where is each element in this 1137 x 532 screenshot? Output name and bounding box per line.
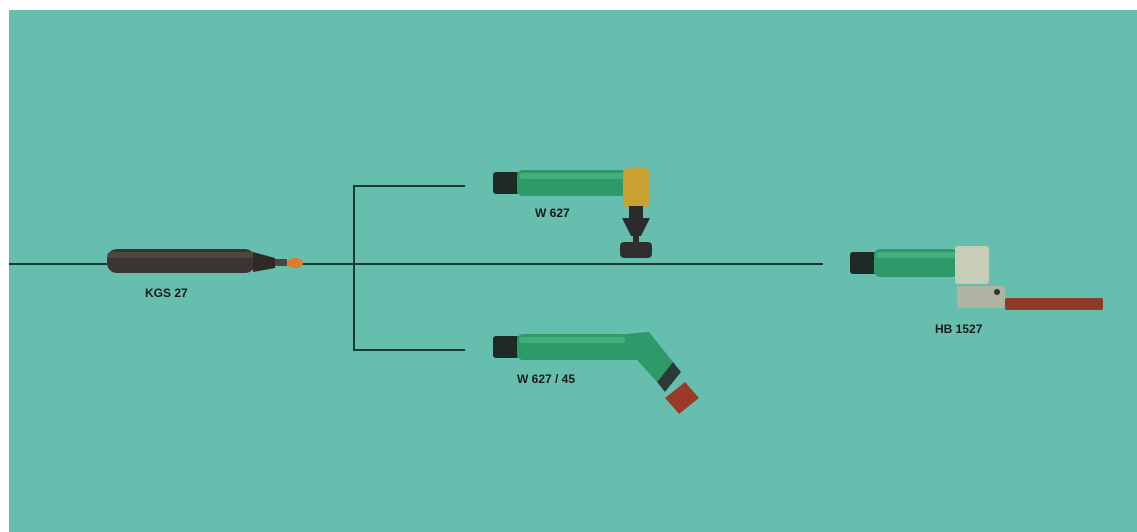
w627-45-tool-image — [493, 332, 699, 414]
connector-lines — [9, 185, 823, 351]
hb1527-label: HB 1527 — [935, 322, 983, 336]
kgs27-label: KGS 27 — [145, 286, 188, 300]
kgs27-tool-image — [107, 249, 303, 273]
w627-tool-image — [493, 168, 652, 258]
connection-diagram — [9, 168, 1103, 414]
w627-label: W 627 — [535, 206, 570, 220]
w627-45-label: W 627 / 45 — [517, 372, 576, 386]
diagram-panel: KGS 27 W 627 W 627 / 45 HB 1527 — [9, 10, 1137, 532]
branch-bracket — [353, 185, 465, 351]
hb1527-tool-image — [850, 246, 1103, 310]
